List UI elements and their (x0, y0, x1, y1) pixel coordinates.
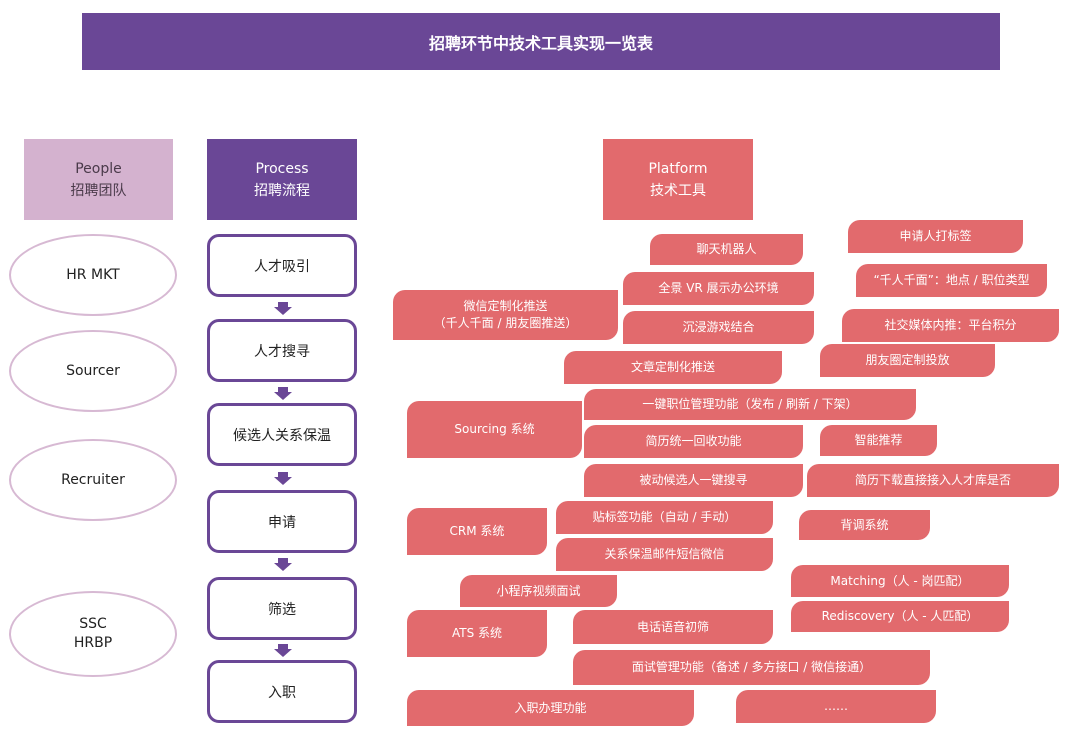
tool-immersive-game: 沉浸游戏结合 (623, 311, 814, 344)
tool-label: 一键职位管理功能（发布 / 刷新 / 下架） (642, 397, 858, 411)
step-apply: 申请 (207, 490, 357, 553)
tool-moments-ads: 朋友圈定制投放 (820, 344, 995, 377)
tool-sourcing-system: Sourcing 系统 (407, 401, 582, 458)
role-recruiter: Recruiter (9, 439, 177, 521)
step-label: 申请 (268, 514, 296, 531)
tool-label: 微信定制化推送 (463, 299, 548, 313)
tool-chatbot: 聊天机器人 (650, 234, 803, 265)
tool-label: 电话语音初筛 (636, 619, 709, 634)
tool-resume-import: 简历下载直接接入人才库是否 (807, 464, 1059, 497)
step-label: 人才吸引 (254, 258, 310, 275)
tool-passive-candidate-search: 被动候选人一键搜寻 (584, 464, 803, 497)
tool-resume-collection: 简历统一回收功能 (584, 425, 803, 458)
tool-smart-recommend: 智能推荐 (820, 425, 937, 456)
step-label: 人才搜寻 (254, 343, 310, 360)
tool-social-referral: 社交媒体内推：平台积分 (842, 309, 1059, 342)
process-header-en: Process (255, 160, 309, 177)
step-candidate-nurture: 候选人关系保温 (207, 403, 357, 466)
role-label: Recruiter (61, 471, 125, 488)
tool-label: 沉浸游戏结合 (682, 320, 755, 334)
step-label: 候选人关系保温 (233, 427, 331, 444)
tool-label: 简历下载直接接入人才库是否 (854, 473, 1011, 487)
step-talent-search: 人才搜寻 (207, 319, 357, 382)
tool-onboarding-process: 入职办理功能 (407, 690, 694, 726)
tool-label: 社交媒体内推：平台积分 (884, 318, 1017, 332)
tool-label: Rediscovery（人 - 人匹配） (821, 609, 979, 623)
tool-label: Matching（人 - 岗匹配） (830, 573, 970, 588)
tool-interview-management: 面试管理功能（备述 / 多方接口 / 微信接通） (573, 650, 930, 685)
role-ssc-hrbp: SSC HRBP (9, 591, 177, 677)
role-label: SSC (79, 616, 107, 632)
tool-vr-office: 全景 VR 展示办公环境 (623, 272, 814, 305)
tool-background-check: 背调系统 (799, 510, 930, 540)
role-sourcer: Sourcer (9, 330, 177, 412)
tool-matching: Matching（人 - 岗匹配） (791, 565, 1009, 597)
role-hr-mkt: HR MKT (9, 234, 177, 316)
tool-label: CRM 系统 (449, 524, 505, 538)
arrow-down-icon (274, 302, 292, 315)
arrow-down-icon (274, 558, 292, 571)
tool-label-2: （千人千面 / 朋友圈推送） (433, 316, 578, 330)
tool-label: 文章定制化推送 (630, 360, 715, 374)
tool-ats-system: ATS 系统 (407, 610, 547, 657)
step-talent-attraction: 人才吸引 (207, 234, 357, 297)
tool-label: 朋友圈定制投放 (865, 353, 950, 367)
tool-phone-screening: 电话语音初筛 (573, 610, 773, 644)
step-label: 筛选 (268, 601, 296, 618)
role-label: HR MKT (66, 266, 120, 283)
tool-tagging-function: 贴标签功能（自动 / 手动） (556, 501, 773, 534)
role-label-2: HRBP (73, 635, 113, 651)
tool-label: 贴标签功能（自动 / 手动） (592, 510, 737, 524)
tool-ellipsis: …… (736, 690, 936, 723)
tool-label: 智能推荐 (854, 433, 903, 447)
tool-label: …… (824, 699, 848, 713)
process-header: Process 招聘流程 (207, 139, 357, 220)
platform-header-zh: 技术工具 (650, 182, 706, 199)
tool-mini-program-interview: 小程序视频面试 (460, 575, 617, 607)
tool-job-management: 一键职位管理功能（发布 / 刷新 / 下架） (584, 389, 916, 420)
tool-label: Sourcing 系统 (454, 422, 535, 436)
tool-label: 申请人打标签 (899, 229, 972, 243)
tool-label: 被动候选人一键搜寻 (639, 473, 748, 487)
tool-rediscovery: Rediscovery（人 - 人匹配） (791, 601, 1009, 632)
tool-label: “千人千面”：地点 / 职位类型 (873, 273, 1030, 287)
people-header-zh: 招聘团队 (70, 182, 127, 199)
arrow-down-icon (274, 472, 292, 485)
tool-nurture-messaging: 关系保温邮件短信微信 (556, 538, 773, 571)
tool-crm-system: CRM 系统 (407, 508, 547, 555)
process-header-zh: 招聘流程 (254, 182, 310, 199)
arrow-down-icon (274, 387, 292, 400)
tool-label: 聊天机器人 (696, 242, 757, 256)
tool-wechat-push: 微信定制化推送 （千人千面 / 朋友圈推送） (393, 290, 618, 340)
tool-label: 背调系统 (840, 517, 889, 532)
tool-personalized-location: “千人千面”：地点 / 职位类型 (856, 264, 1047, 297)
platform-header: Platform 技术工具 (603, 139, 753, 220)
tool-label: 入职办理功能 (514, 700, 587, 715)
title-banner: 招聘环节中技术工具实现一览表 (82, 13, 1000, 70)
tool-label: 面试管理功能（备述 / 多方接口 / 微信接通） (631, 660, 872, 674)
tool-label: 简历统一回收功能 (645, 434, 742, 448)
people-header-en: People (75, 160, 122, 177)
tool-label: 小程序视频面试 (496, 583, 581, 598)
tool-label: 关系保温邮件短信微信 (604, 547, 725, 561)
step-onboarding: 入职 (207, 660, 357, 723)
arrow-down-icon (274, 644, 292, 657)
people-header: People 招聘团队 (24, 139, 173, 220)
role-label: Sourcer (66, 362, 120, 379)
step-screening: 筛选 (207, 577, 357, 640)
page-title: 招聘环节中技术工具实现一览表 (428, 33, 653, 53)
platform-header-en: Platform (648, 160, 708, 177)
tool-label: 全景 VR 展示办公环境 (658, 281, 779, 295)
tool-article-push: 文章定制化推送 (564, 351, 782, 384)
step-label: 入职 (268, 684, 296, 701)
tool-label: ATS 系统 (451, 626, 503, 640)
tool-applicant-tagging: 申请人打标签 (848, 220, 1023, 253)
